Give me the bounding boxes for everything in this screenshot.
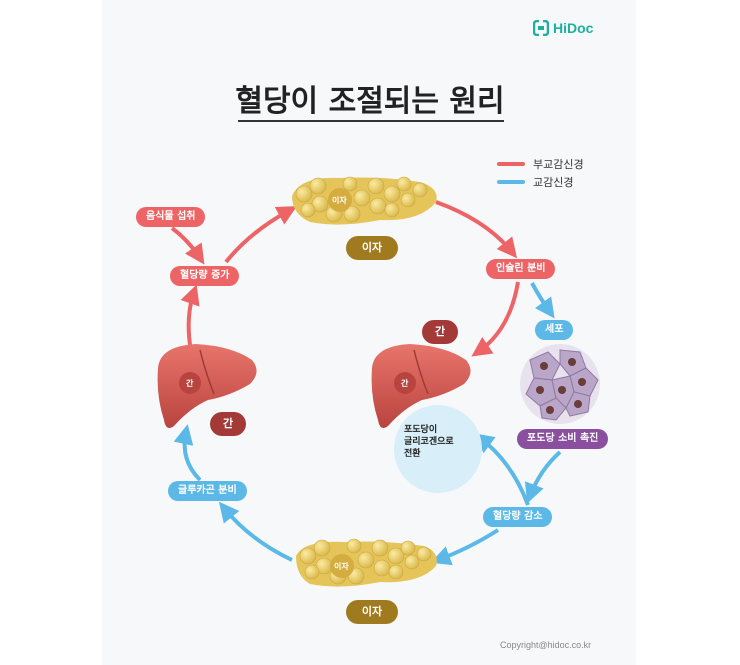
step-glucose-use: 포도당 소비 촉진 (517, 429, 609, 449)
copyright: Copyright@hidoc.co.kr (500, 640, 592, 650)
step-glucose-up: 혈당량 증가 (170, 266, 240, 286)
legend-swatch-pink (497, 162, 525, 166)
liver-right-illustration (371, 344, 471, 428)
pancreas-top-badge: 이자 (346, 236, 398, 260)
liver-right-label: 간 (401, 379, 409, 388)
liver-left-label: 간 (186, 379, 194, 388)
arrow-pancreas-to-insulin (435, 200, 518, 259)
liver-left-illustration (157, 344, 257, 428)
arrow-insulin-to-cell (530, 282, 555, 319)
hidoc-logo-icon (533, 20, 549, 36)
pancreas-bottom-badge: 이자 (346, 600, 398, 624)
step-glucose-down: 혈당량 감소 (483, 507, 553, 527)
legend-item-sympathetic: 교감신경 (497, 173, 584, 191)
glycogen-bubble (394, 405, 482, 493)
step-cell: 세포 (535, 320, 574, 340)
legend-label: 교감신경 (533, 176, 574, 189)
page-title: 혈당이 조절되는 원리 (235, 84, 505, 119)
arrow-food-to-glucose-up (170, 226, 205, 265)
legend-label: 부교감신경 (533, 158, 584, 171)
arrow-glucose-up-to-pancreas (224, 206, 298, 264)
title-underline (238, 120, 504, 122)
cell-cluster-illustration (520, 344, 600, 424)
step-glucagon: 글루카곤 분비 (168, 481, 247, 501)
step-food-intake: 음식물 섭취 (136, 207, 206, 227)
liver-left-badge: 간 (210, 412, 246, 436)
hidoc-logo: HiDoc (533, 20, 593, 36)
pancreas-bottom-label: 이자 (334, 562, 349, 571)
arrow-insulin-to-liver (471, 281, 520, 357)
step-insulin: 인슐린 분비 (486, 259, 556, 279)
glycogen-bubble-text: 포도당이 글리코겐으로 전환 (404, 425, 454, 459)
arrow-glucose-use-to-glucose-down (524, 450, 562, 504)
pancreas-top-label: 이자 (332, 196, 347, 205)
hidoc-logo-text: HiDoc (553, 20, 594, 36)
arrow-glucagon-to-liver (173, 424, 202, 482)
liver-right-badge: 간 (422, 320, 458, 344)
arrow-left-liver-to-glucose-up (180, 284, 200, 346)
pancreas-bottom-illustration (296, 538, 437, 587)
arrow-glucose-down-to-pancreas (430, 528, 500, 566)
arrow-pancreas-to-glucagon (218, 501, 293, 562)
legend: 부교감신경 교감신경 (497, 155, 584, 191)
legend-swatch-blue (497, 180, 525, 184)
legend-item-parasympathetic: 부교감신경 (497, 155, 584, 173)
arrow-glucose-down-to-bubble (473, 433, 530, 506)
pancreas-top-illustration (292, 176, 437, 225)
